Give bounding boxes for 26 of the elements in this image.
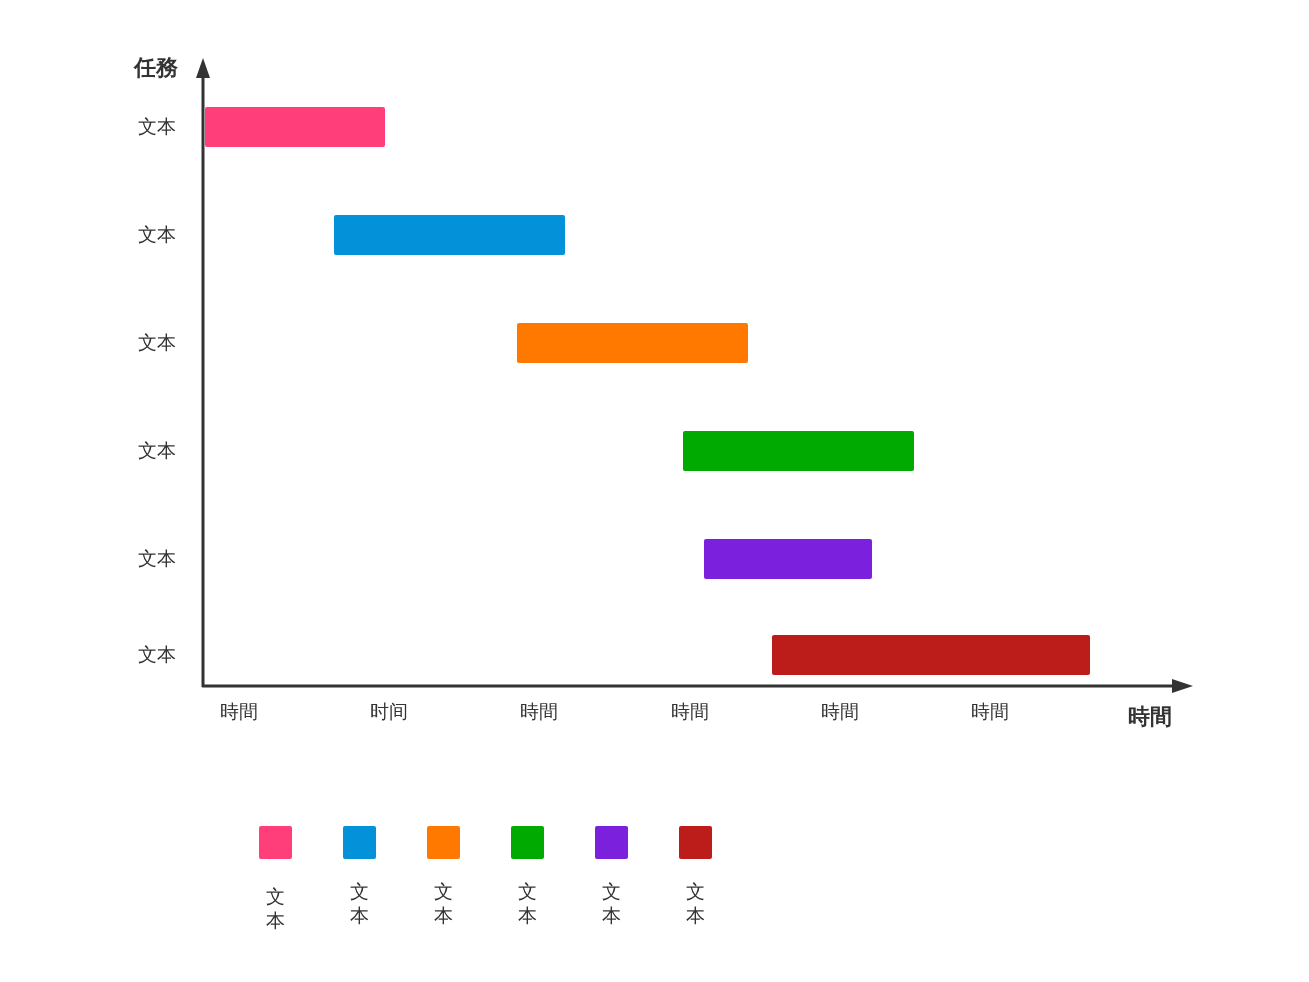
- task-label: 文本: [138, 439, 176, 462]
- task-label: 文本: [138, 547, 176, 570]
- tick-label: 時間: [671, 700, 709, 723]
- task-label: 文本: [138, 643, 176, 666]
- legend-label: 文本: [517, 879, 537, 927]
- task-label: 文本: [138, 223, 176, 246]
- axis-title: 任務: [134, 55, 178, 82]
- task-label: 文本: [138, 331, 176, 354]
- task-label: 文本: [138, 115, 176, 138]
- tick-label: 時間: [220, 700, 258, 723]
- legend-label: 文本: [601, 879, 621, 927]
- tick-label: 时间: [370, 700, 408, 723]
- legend-label: 文本: [265, 884, 285, 932]
- gantt-bar: [205, 107, 385, 147]
- legend-label: 文本: [433, 879, 453, 927]
- legend-label: 文本: [685, 879, 705, 927]
- gantt-bar: [772, 635, 1090, 675]
- tick-label: 時間: [520, 700, 558, 723]
- axis-title: 時間: [1128, 704, 1172, 731]
- legend-label: 文本: [349, 879, 369, 927]
- gantt-bar: [704, 539, 872, 579]
- tick-label: 時間: [821, 700, 859, 723]
- gantt-bar: [683, 431, 914, 471]
- gantt-bar: [334, 215, 565, 255]
- tick-label: 時間: [971, 700, 1009, 723]
- gantt-bar: [517, 323, 748, 363]
